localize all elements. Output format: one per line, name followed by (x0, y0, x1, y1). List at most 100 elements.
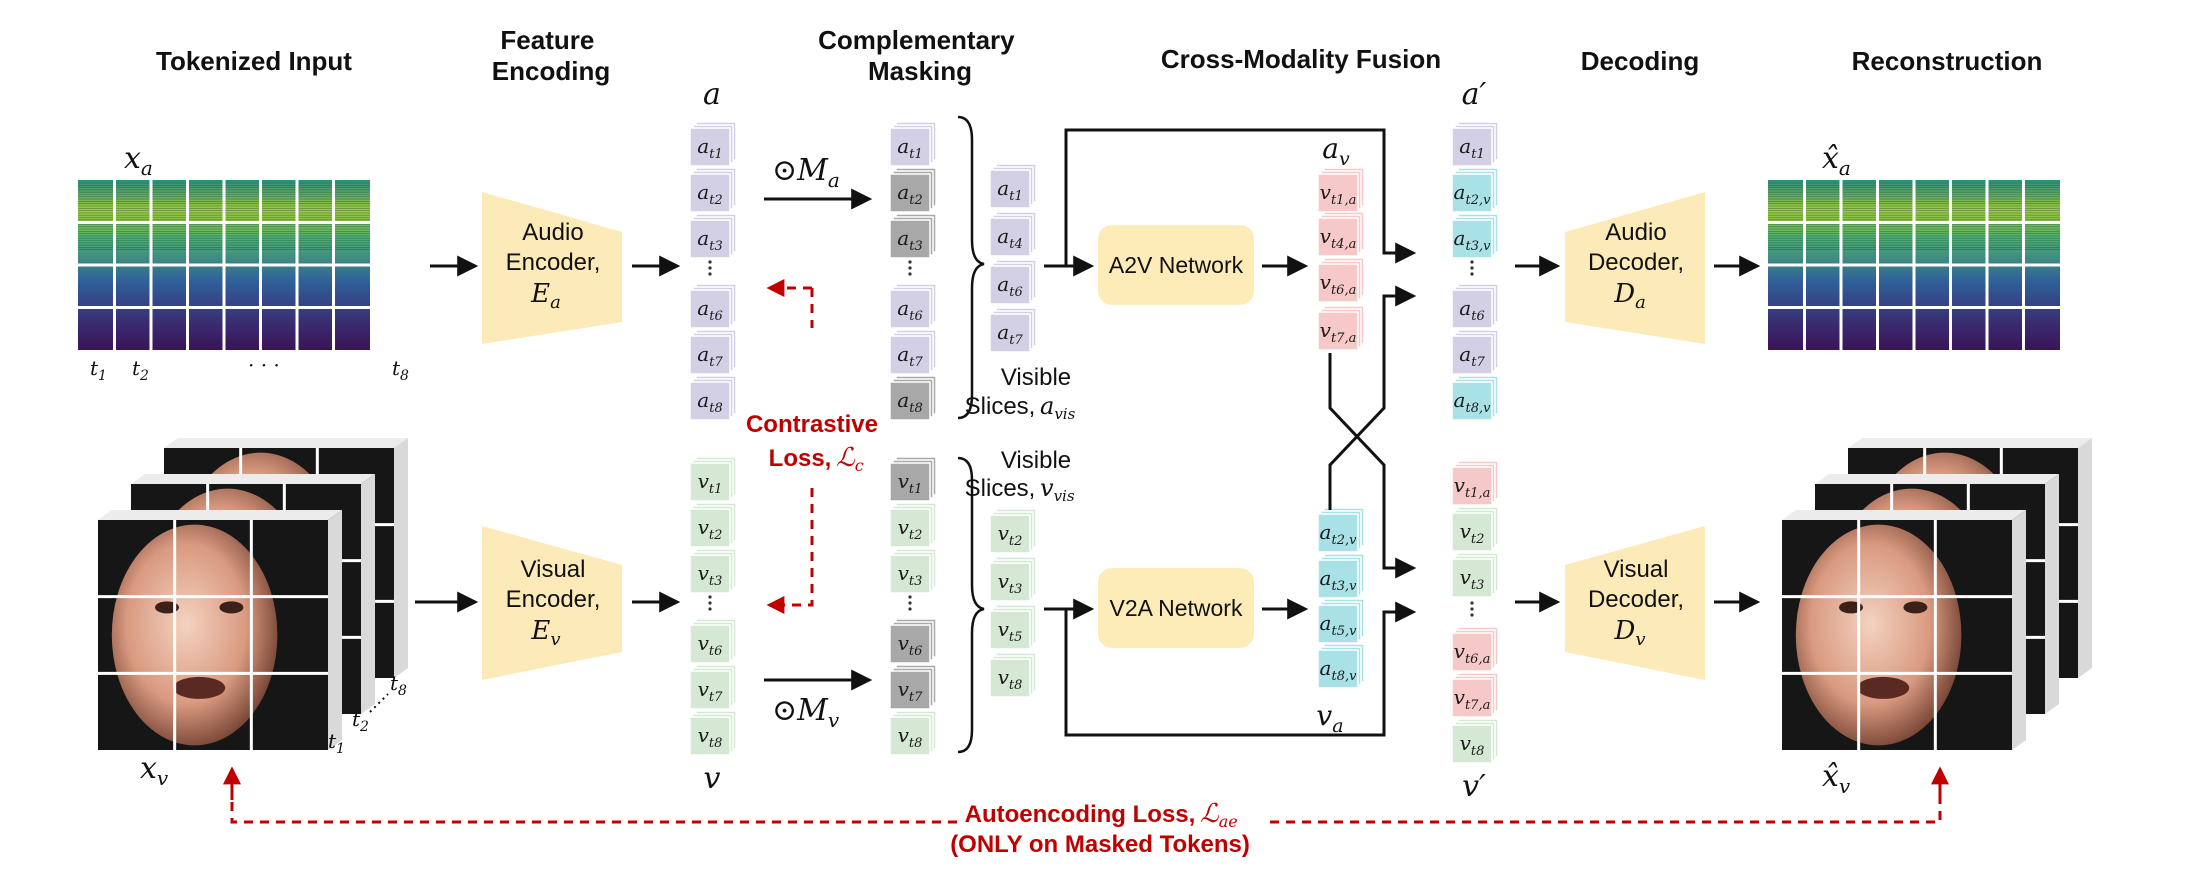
stack-label-a-prime: a′ (1462, 77, 1487, 112)
token-layer-front (889, 289, 931, 329)
token-layer-front (689, 289, 731, 329)
visible-slices-video-label: Visible Slices, vvis (965, 447, 1075, 505)
token-layer-front (889, 219, 931, 259)
token: vt3 (889, 548, 937, 594)
output-spectrogram: x̂a (1768, 141, 2060, 350)
header-complementary-masking: Complementary Masking (818, 25, 1022, 86)
header-complementary-masking-line2: Masking (868, 56, 972, 86)
token-layer-front (1317, 559, 1359, 599)
visual-decoder: Visual Decoder, Dv (1565, 526, 1705, 680)
ae-loss-line1: Autoencoding Loss, (965, 801, 1196, 828)
token-layer-front (1451, 289, 1493, 329)
token-label: vt5 (998, 617, 1023, 645)
token-label: at3,v (1454, 226, 1492, 254)
token: vt8 (989, 652, 1037, 698)
brace-video (957, 456, 985, 754)
token: at8,v (1451, 375, 1499, 421)
token: vt6,a (1317, 257, 1365, 303)
token: at8 (889, 375, 937, 421)
v2a-network-label: V2A Network (1110, 595, 1243, 621)
token-label: vt2 (698, 515, 723, 543)
token: vt6,a (1451, 626, 1499, 672)
token-layer-front (1317, 513, 1359, 553)
token-layer-front (889, 554, 931, 594)
token: vt4,a (1317, 211, 1365, 257)
token: vt1,a (1451, 460, 1499, 506)
token: at1 (889, 121, 937, 167)
visible-slices-audio-label: Visible Slices, avis (965, 364, 1076, 423)
token: vt8 (889, 710, 937, 756)
video-time-dots (369, 693, 389, 713)
output-spectrogram-grid (1768, 180, 2060, 350)
video-time-t8: t8 (390, 671, 407, 699)
token: at6 (689, 283, 737, 329)
token: at3,v (1317, 553, 1365, 599)
stack-ellipsis-dot (908, 266, 912, 270)
token-label: vt7 (698, 677, 724, 705)
token-layer-front (689, 716, 731, 756)
token-layer-front (989, 217, 1031, 257)
token-layer-front (1451, 678, 1493, 718)
token-layer-front (689, 127, 731, 167)
token: at6 (889, 283, 937, 329)
token: at1 (1451, 121, 1499, 167)
audio-encoder-symbol: Ea (530, 279, 561, 313)
frame-top (1782, 510, 2026, 520)
token-label: vt1 (698, 469, 723, 497)
input-video-symbol: xv (140, 751, 169, 790)
token-layer-front (989, 514, 1031, 554)
audio-decoder: Audio Decoder, Da (1565, 192, 1705, 344)
a2v-network-label: A2V Network (1109, 252, 1244, 278)
ae-line-left (230, 770, 960, 824)
contrastive-loss-line2: Loss, (769, 445, 832, 472)
token-label: at5,v (1320, 611, 1358, 639)
face-eye (1839, 601, 1863, 614)
token-label: at8,v (1320, 656, 1358, 684)
token-label: at7 (697, 342, 723, 370)
brace-audio (957, 115, 985, 420)
spectrogram-grid (78, 180, 370, 350)
token-label: at1 (997, 176, 1022, 204)
cross-av-to-v-prime (1328, 353, 1417, 579)
token-layer-front (1451, 173, 1493, 213)
token-layer-front (889, 670, 931, 710)
input-audio-symbol: xa (124, 141, 153, 180)
token-label: at8 (697, 388, 722, 416)
output-audio-symbol: x̂a (1822, 141, 1851, 180)
token-label: vt8 (698, 723, 723, 751)
token-layer-front (889, 716, 931, 756)
a2v-network: A2V Network (1098, 225, 1254, 305)
token: at1 (989, 163, 1037, 209)
stack-ellipsis-dot (1470, 613, 1474, 617)
token-layer-front (1317, 173, 1359, 213)
token-label: vt3 (698, 561, 723, 589)
token-layer-front (1451, 558, 1493, 598)
token: at2 (689, 167, 737, 213)
token: at6 (1451, 283, 1499, 329)
stack-ellipsis-dot (1470, 272, 1474, 276)
token-layer-front (689, 670, 731, 710)
token-label: at6 (897, 296, 922, 324)
token-layer-front (1451, 724, 1493, 764)
contrastive-loss-symbol: ℒc (836, 443, 864, 475)
audio-decoder-shape (1565, 192, 1705, 344)
token-label: at8,v (1454, 388, 1492, 416)
token-label: vt1,a (1320, 180, 1357, 208)
token-layer-front (1317, 217, 1359, 257)
token-layer-front (989, 169, 1031, 209)
token-layer-front (1451, 632, 1493, 672)
stack-ellipsis-dot (908, 607, 912, 611)
token-label: at2 (897, 180, 922, 208)
visual-decoder-shape (1565, 526, 1705, 680)
token: vt8 (689, 710, 737, 756)
stack-label-a-v: av (1322, 132, 1350, 170)
stack-ellipsis-dot (908, 272, 912, 276)
token: at3,v (1451, 213, 1499, 259)
stack-ellipsis-dot (908, 595, 912, 599)
ae-loss-line2: (ONLY on Masked Tokens) (950, 831, 1250, 858)
input-video-frames: xv t1 t2 t8 (98, 438, 408, 790)
